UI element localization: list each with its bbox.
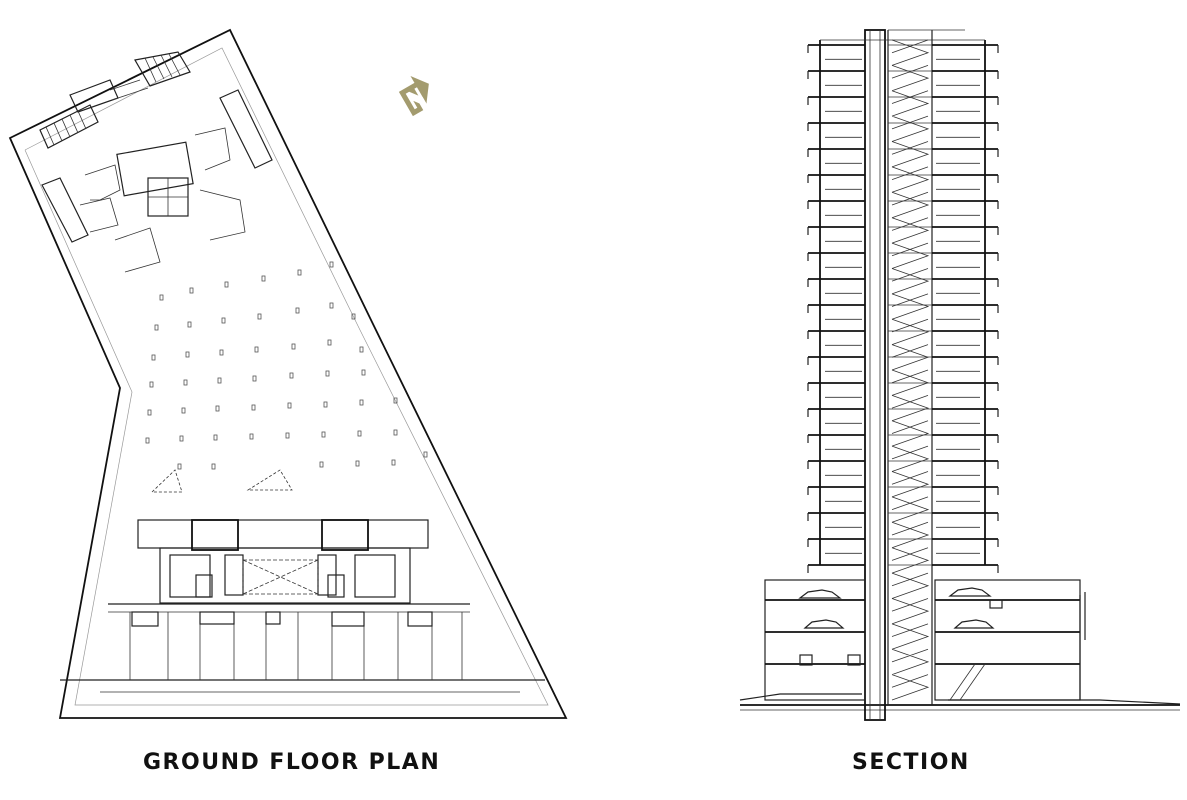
floor-slab: [807, 226, 999, 242]
floor-slab: [807, 96, 999, 112]
stair-flights: [891, 39, 930, 701]
section-caption: SECTION: [852, 750, 970, 775]
shop-bays: [108, 603, 470, 680]
north-arrow: [398, 75, 429, 117]
floor-slab: [807, 382, 999, 398]
floor-slab: [807, 122, 999, 138]
floor-slab: [807, 278, 999, 294]
plan-caption: GROUND FLOOR PLAN: [143, 750, 441, 775]
parking-column-grid: [145, 261, 428, 470]
entrance-stairs: [39, 51, 191, 149]
left-ramp: [41, 177, 89, 243]
site-boundary: [8, 28, 568, 719]
floor-slab: [807, 408, 999, 424]
floor-slab: [807, 174, 999, 190]
floor-slab: [807, 200, 999, 216]
floor-slab: [807, 330, 999, 346]
right-ramp: [219, 89, 273, 169]
upper-tower-core: [79, 127, 246, 273]
lower-tower-block: [137, 519, 429, 604]
building-section: [739, 29, 1181, 721]
floor-slab: [807, 512, 999, 528]
floor-slab: [807, 44, 999, 60]
ground-floor-plan: [8, 28, 568, 719]
floor-slab: [807, 460, 999, 476]
dashed-area-left: [151, 469, 183, 493]
floor-slab: [807, 304, 999, 320]
dashed-area-right: [246, 469, 293, 491]
tower-floors: [807, 44, 999, 573]
north-arrow-icon: [398, 75, 429, 117]
floor-slab: [807, 148, 999, 164]
floor-slab: [807, 70, 999, 86]
site-inner-line: [24, 47, 549, 706]
floor-slab: [807, 564, 999, 573]
podium: [764, 579, 1086, 701]
floor-slab: [807, 486, 999, 502]
floor-slab: [807, 252, 999, 268]
section-cars: [798, 587, 995, 629]
floor-slab: [807, 356, 999, 372]
floor-slab: [807, 434, 999, 450]
core-shaft: [864, 29, 886, 721]
floor-slab: [807, 538, 999, 554]
core-stair: [891, 39, 930, 701]
